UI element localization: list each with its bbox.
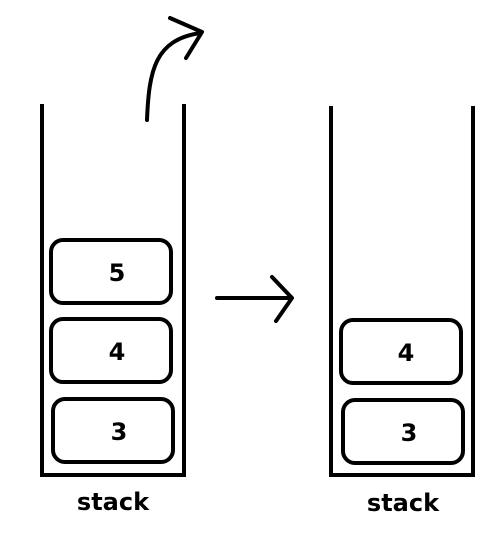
right-stack-item-top: 4 xyxy=(339,318,463,385)
right-stack-item-value: 3 xyxy=(401,419,418,447)
right-stack-item-value: 4 xyxy=(398,339,415,367)
left-stack-item-value: 3 xyxy=(111,418,128,446)
left-stack-item-value: 4 xyxy=(109,338,126,366)
curved-arrow-up-right-icon xyxy=(145,16,204,122)
right-stack-label: stack xyxy=(367,489,440,517)
left-stack-container xyxy=(40,104,186,477)
left-stack-item-top: 5 xyxy=(49,238,173,305)
left-stack-item-value: 5 xyxy=(109,259,126,287)
right-stack-item-bottom: 3 xyxy=(341,398,465,465)
right-stack-container xyxy=(329,106,475,477)
left-stack-item-middle: 4 xyxy=(49,317,173,384)
arrow-right-icon xyxy=(215,275,294,323)
left-stack-label: stack xyxy=(77,488,150,516)
left-stack-item-bottom: 3 xyxy=(51,397,175,464)
